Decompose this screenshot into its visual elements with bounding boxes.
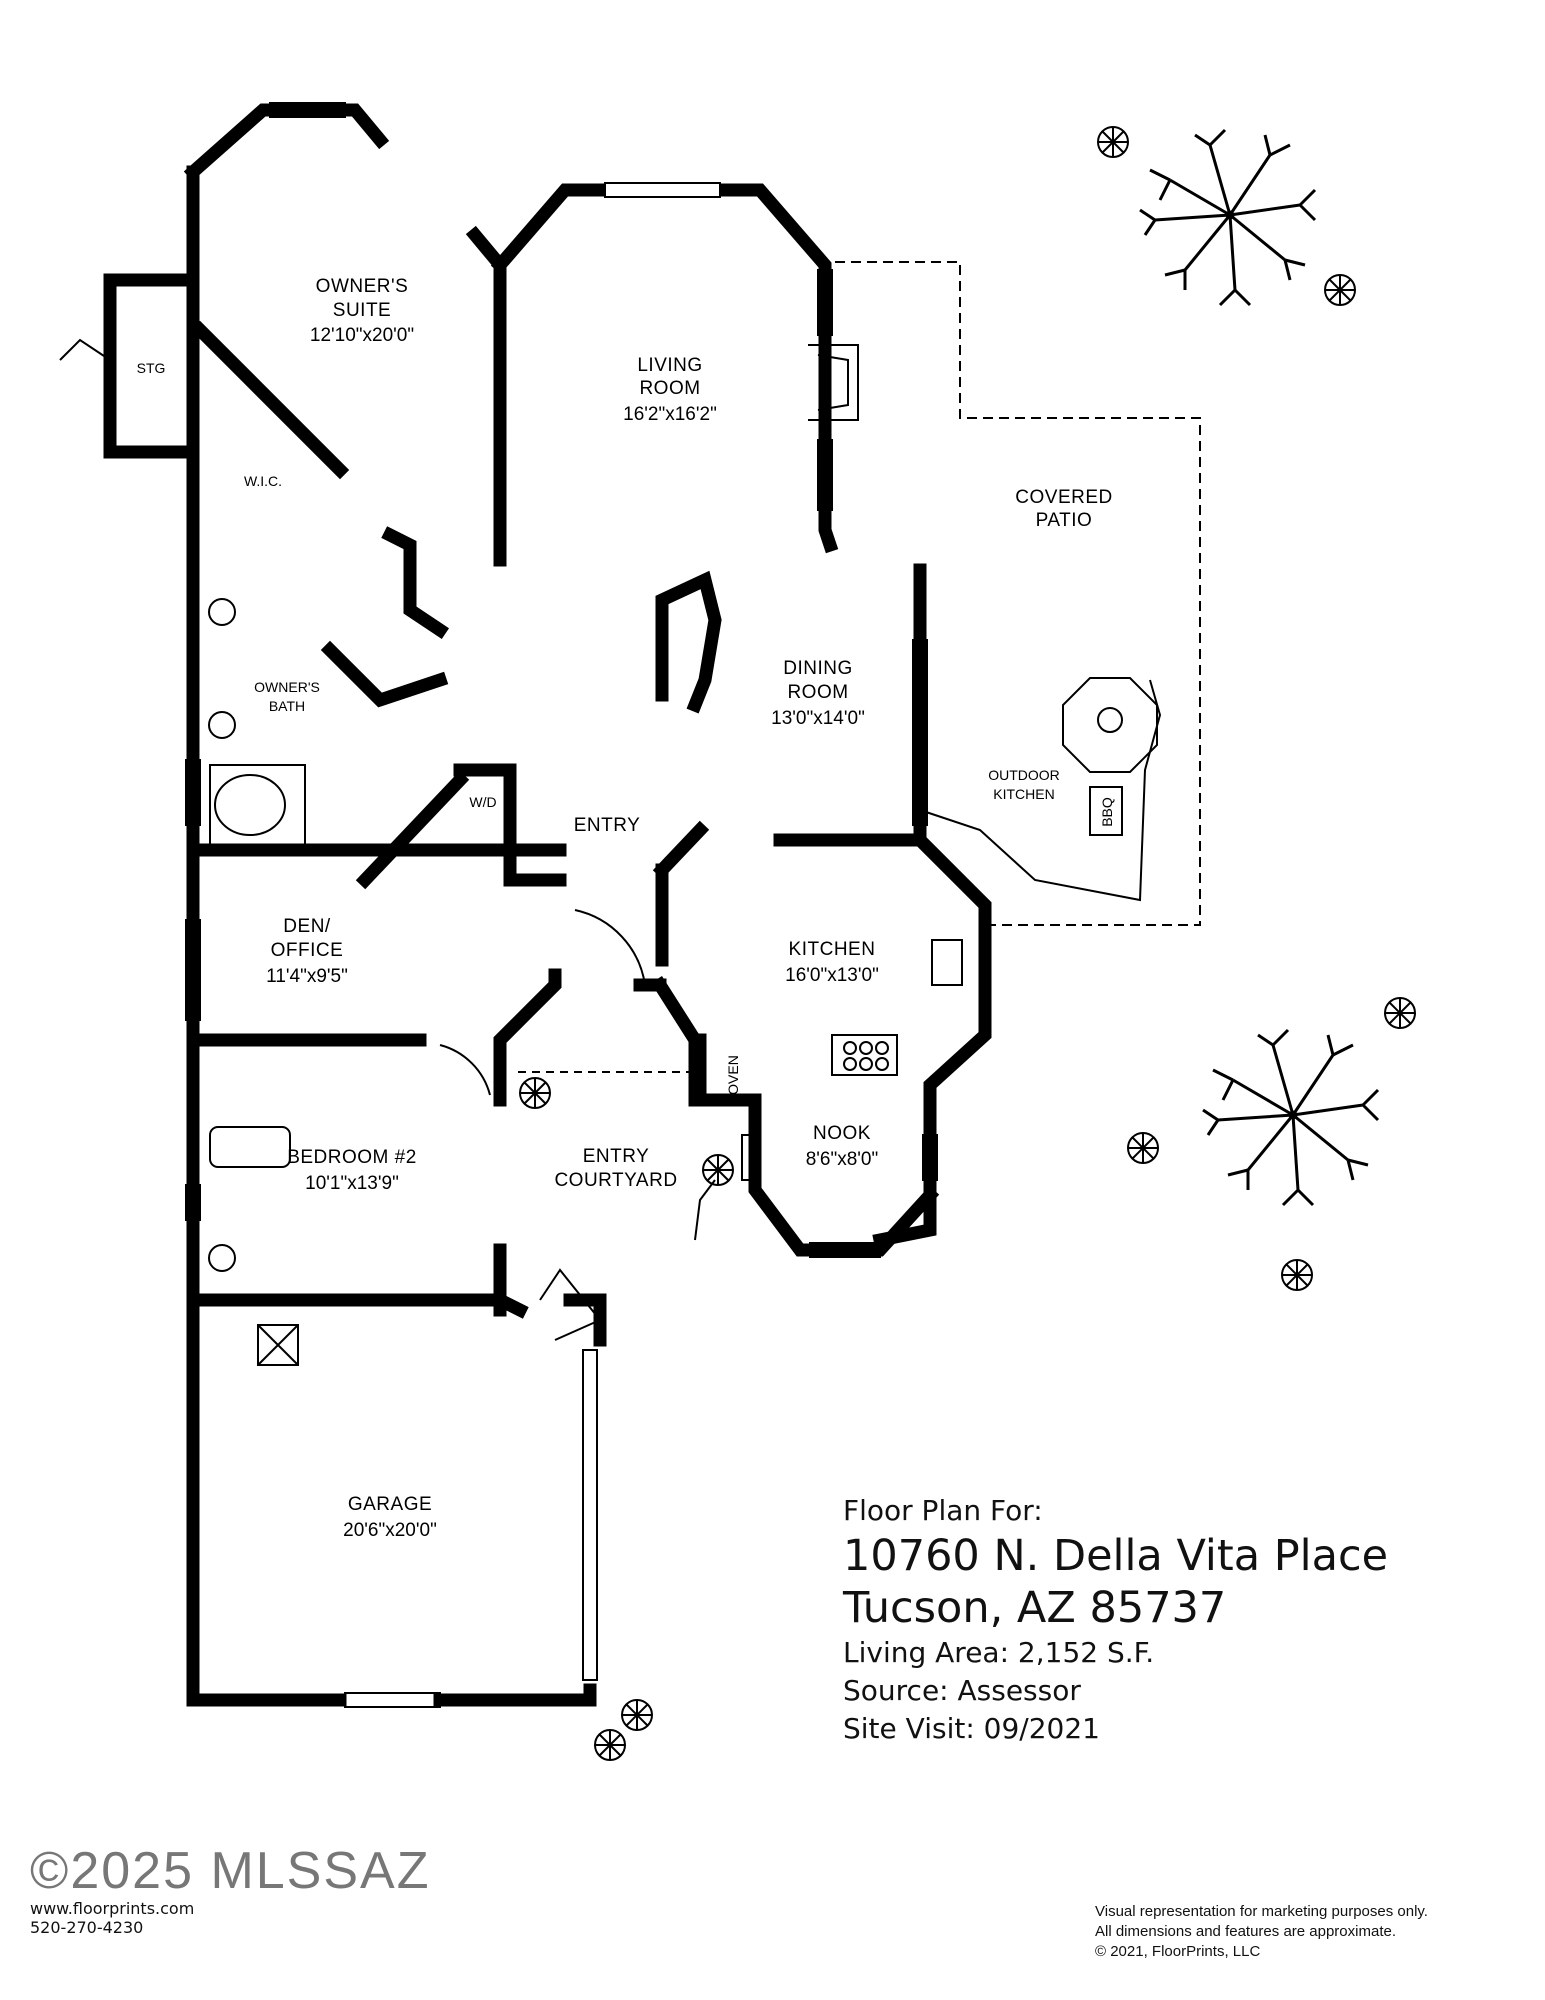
shrubs bbox=[519, 126, 1416, 1761]
room-living-name-1: LIVING bbox=[637, 355, 702, 376]
living-room-bay-wall bbox=[490, 183, 612, 275]
window-and-fixture-lines bbox=[59, 102, 1201, 1708]
title-block: Floor Plan For: 10760 N. Della Vita Plac… bbox=[843, 1492, 1388, 1748]
room-outdoor-kitchen-name-2: KITCHEN bbox=[993, 786, 1054, 802]
title-site-visit: Site Visit: 09/2021 bbox=[843, 1712, 1100, 1745]
room-kitchen-dim: 16'0"x13'0" bbox=[785, 965, 879, 986]
room-bedroom2-name: BEDROOM #2 bbox=[287, 1147, 417, 1168]
disclaimer-line3: © 2021, FloorPrints, LLC bbox=[1095, 1943, 1261, 1960]
room-bedroom2-dim: 10'1"x13'9" bbox=[305, 1173, 399, 1194]
bedroom-south-wall bbox=[186, 1293, 529, 1319]
room-dining-name-1: DINING bbox=[783, 658, 853, 679]
disclaimer-line2: All dimensions and features are approxim… bbox=[1095, 1923, 1396, 1940]
kitchen-island bbox=[655, 570, 722, 714]
branding-website: www.floorprints.com bbox=[30, 1899, 195, 1918]
room-dining-name-2: ROOM bbox=[787, 682, 848, 703]
branding-block: ©2025 MLSSAZ www.floorprints.com 520-270… bbox=[30, 1843, 431, 1937]
room-living-name-2: ROOM bbox=[639, 378, 700, 399]
room-garage-name: GARAGE bbox=[348, 1494, 432, 1515]
branding-phone: 520-270-4230 bbox=[30, 1918, 144, 1937]
room-owners-suite-name-2: SUITE bbox=[333, 300, 391, 321]
room-nook-dim: 8'6"x8'0" bbox=[806, 1149, 879, 1170]
title-address-line2: Tucson, AZ 85737 bbox=[843, 1583, 1227, 1633]
room-nook-name: NOOK bbox=[813, 1123, 871, 1144]
room-bbq-name: BBQ bbox=[1099, 797, 1115, 827]
tree-large-top bbox=[1139, 128, 1317, 307]
room-labels: OWNER'S SUITE 12'10"x20'0" STG W.I.C. OW… bbox=[137, 276, 1115, 1541]
room-kitchen-name: KITCHEN bbox=[789, 939, 876, 960]
exterior-walls bbox=[103, 103, 992, 1707]
room-owners-bath-name-1: OWNER'S bbox=[254, 679, 320, 695]
room-entry-courtyard-name-2: COURTYARD bbox=[554, 1170, 677, 1191]
garage-walls bbox=[186, 1303, 347, 1707]
title-address-line1: 10760 N. Della Vita Place bbox=[843, 1531, 1389, 1581]
landscape-trees bbox=[519, 126, 1416, 1761]
room-entry-name: ENTRY bbox=[574, 815, 641, 836]
dining-east-wall bbox=[872, 563, 992, 1248]
tree-large-bottom bbox=[1202, 1028, 1380, 1207]
owners-suite-bay-wall bbox=[183, 103, 390, 182]
title-heading: Floor Plan For: bbox=[843, 1494, 1043, 1527]
title-source: Source: Assessor bbox=[843, 1674, 1081, 1707]
room-wd-name: W/D bbox=[469, 794, 496, 810]
room-living-dim: 16'2"x16'2" bbox=[623, 404, 717, 425]
room-entry-courtyard-name-1: ENTRY bbox=[583, 1146, 650, 1167]
room-owners-suite-name-1: OWNER'S bbox=[316, 276, 409, 297]
watermark-text: ©2025 MLSSAZ bbox=[30, 1842, 431, 1900]
room-laundry-name: L'DRY bbox=[448, 840, 488, 856]
room-den-dim: 11'4"x9'5" bbox=[266, 966, 348, 987]
room-outdoor-kitchen-name-1: OUTDOOR bbox=[988, 767, 1060, 783]
room-owners-suite-dim: 12'10"x20'0" bbox=[310, 325, 414, 346]
room-oven-name: OVEN bbox=[725, 1055, 741, 1095]
title-living-area: Living Area: 2,152 S.F. bbox=[843, 1636, 1155, 1669]
room-den-name-2: OFFICE bbox=[271, 940, 344, 961]
room-wic-name: W.I.C. bbox=[244, 473, 282, 489]
storage-walls bbox=[103, 273, 200, 459]
room-owners-bath-name-2: BATH bbox=[269, 698, 305, 714]
room-covered-patio-name-2: PATIO bbox=[1036, 510, 1093, 531]
room-stg-name: STG bbox=[137, 360, 166, 376]
room-covered-patio-name-1: COVERED bbox=[1015, 487, 1112, 508]
room-den-name-1: DEN/ bbox=[283, 916, 331, 937]
disclaimer-block: Visual representation for marketing purp… bbox=[1095, 1902, 1428, 1962]
disclaimer-line1: Visual representation for marketing purp… bbox=[1095, 1903, 1428, 1920]
room-dining-dim: 13'0"x14'0" bbox=[771, 708, 865, 729]
room-garage-dim: 20'6"x20'0" bbox=[343, 1520, 437, 1541]
